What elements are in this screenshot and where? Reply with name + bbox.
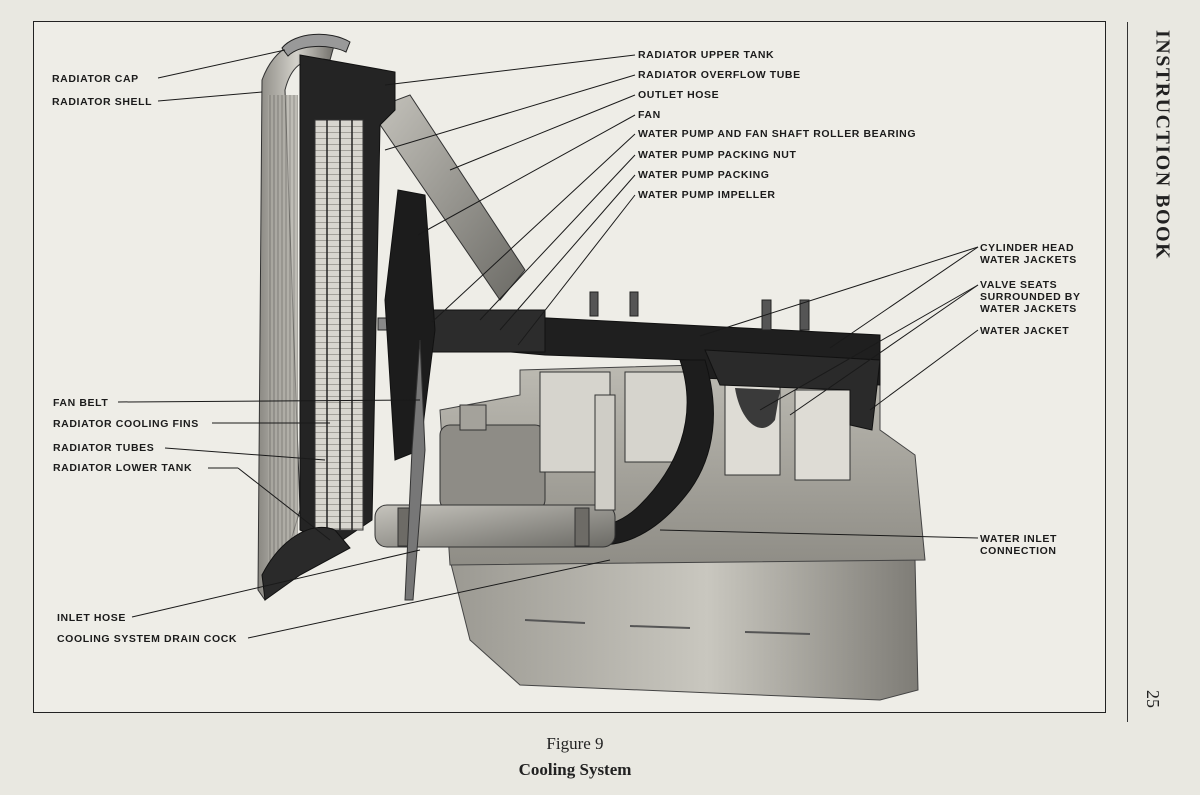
label-outlet-hose: OUTLET HOSE (638, 89, 720, 101)
label-radiator-upper-tank: RADIATOR UPPER TANK (638, 49, 775, 61)
oil-pan (449, 559, 919, 701)
generator (439, 424, 546, 511)
outlet-hose-shape (369, 94, 526, 301)
cylinder-4 (794, 389, 851, 481)
running-head: INSTRUCTION BOOK (1142, 30, 1182, 310)
margin-rule (1127, 22, 1128, 722)
label-line: SURROUNDED BY (980, 291, 1081, 303)
radiator-fins (314, 119, 364, 531)
label-radiator-tubes: RADIATOR TUBES (53, 442, 155, 454)
label-radiator-overflow-tube: RADIATOR OVERFLOW TUBE (638, 69, 801, 81)
label-radiator-cooling-fins: RADIATOR COOLING FINS (53, 418, 199, 430)
label-fan: FAN (638, 109, 661, 121)
label-water-pump-packing-nut: WATER PUMP PACKING NUT (638, 149, 797, 161)
running-head-text: INSTRUCTION BOOK (1151, 30, 1174, 261)
label-water-pump-impeller: WATER PUMP IMPELLER (638, 189, 776, 201)
figure-number: Figure 9 (546, 734, 604, 753)
label-line: WATER JACKETS (980, 303, 1077, 315)
label-radiator-lower-tank: RADIATOR LOWER TANK (53, 462, 193, 474)
radiator-cap-shape (281, 33, 351, 57)
label-line: WATER INLET (980, 533, 1057, 545)
label-line: WATER JACKETS (980, 254, 1077, 266)
label-radiator-shell: RADIATOR SHELL (52, 96, 153, 108)
label-fan-belt: FAN BELT (53, 397, 109, 409)
label-valve-seats: VALVE SEATS SURROUNDED BY WATER JACKETS (980, 279, 1081, 315)
fan-blade (384, 189, 436, 461)
label-inlet-hose: INLET HOSE (57, 612, 127, 624)
label-cylinder-head-water-jackets: CYLINDER HEAD WATER JACKETS (980, 242, 1077, 266)
page-number-text: 25 (1143, 690, 1163, 708)
figure-title: Cooling System (518, 760, 632, 779)
label-line: WATER JACKET (980, 325, 1070, 337)
label-water-jacket: WATER JACKET (980, 325, 1069, 337)
label-water-pump-roller-bearing: WATER PUMP AND FAN SHAFT ROLLER BEARING (638, 128, 917, 140)
label-line: CYLINDER HEAD (980, 242, 1075, 254)
label-line: VALVE SEATS (980, 279, 1058, 291)
label-cooling-system-drain-cock: COOLING SYSTEM DRAIN COCK (57, 633, 238, 645)
label-line: CONNECTION (980, 545, 1057, 557)
page-number: 25 (1142, 690, 1166, 720)
inlet-pipe (374, 504, 616, 548)
label-radiator-cap: RADIATOR CAP (52, 73, 139, 85)
label-water-pump-packing: WATER PUMP PACKING (638, 169, 770, 181)
leader-lines (117, 49, 979, 639)
label-water-inlet-connection: WATER INLET CONNECTION (980, 533, 1057, 557)
